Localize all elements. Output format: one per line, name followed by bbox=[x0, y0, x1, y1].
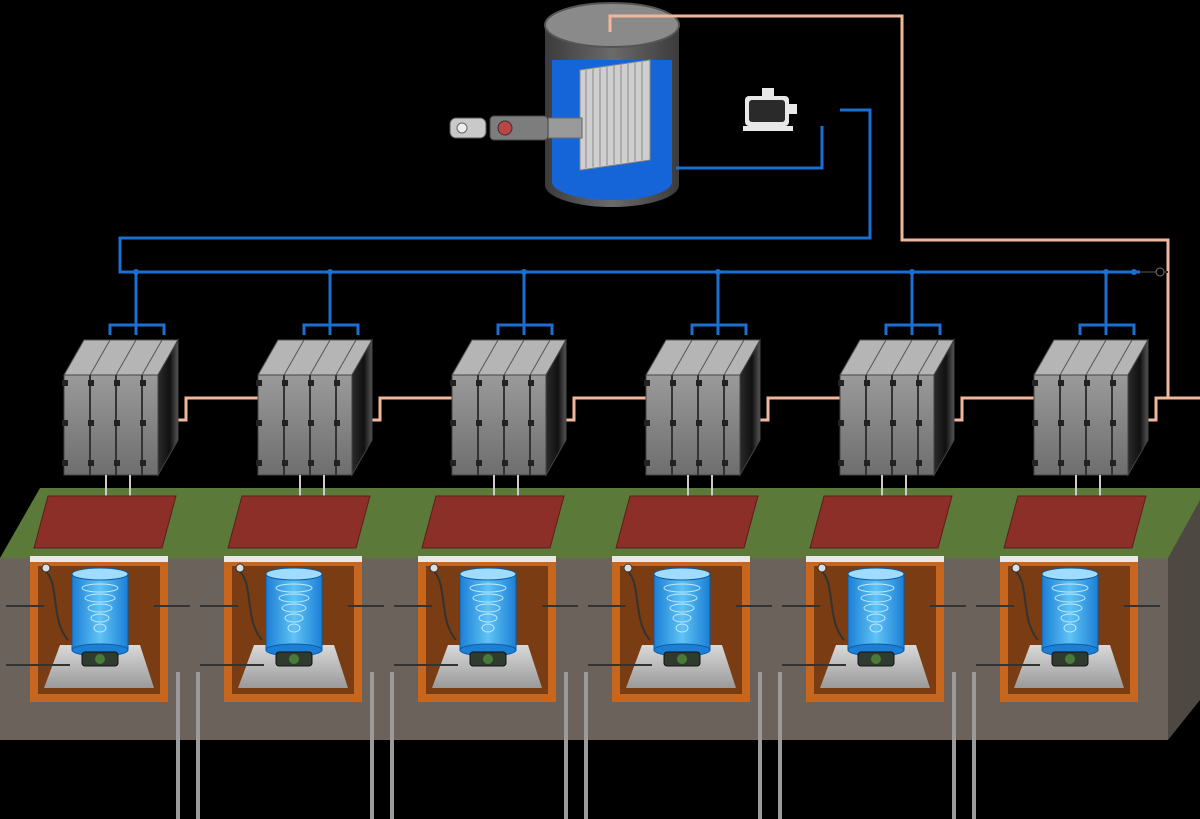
drain-pipe bbox=[972, 672, 976, 819]
drain-pipe bbox=[390, 672, 394, 819]
drain-pipes bbox=[176, 672, 976, 819]
vortex-tank-icon bbox=[71, 567, 129, 667]
drain-pipe bbox=[758, 672, 762, 819]
hot-link-pipe bbox=[370, 396, 452, 422]
pit-chamber bbox=[200, 556, 384, 702]
unit-5 bbox=[782, 269, 1034, 702]
drain-pipe bbox=[176, 672, 180, 819]
heat-exchanger-plates bbox=[579, 59, 651, 171]
pit-chamber bbox=[394, 556, 578, 702]
unit-row bbox=[6, 269, 1200, 702]
vortex-tank-icon bbox=[1041, 567, 1099, 667]
supply-pipe-main bbox=[118, 108, 1140, 274]
feed-pipe bbox=[690, 269, 748, 335]
pad bbox=[1003, 495, 1147, 549]
unit-1 bbox=[6, 269, 258, 702]
vortex-tank-icon bbox=[459, 567, 517, 667]
pit-chamber bbox=[588, 556, 772, 702]
feed-pipe bbox=[1078, 269, 1136, 335]
radiator-rack-icon bbox=[838, 338, 955, 477]
radiator-rack-icon bbox=[644, 338, 761, 477]
drain-pipe bbox=[778, 672, 782, 819]
pad bbox=[421, 495, 565, 549]
hot-link-pipe bbox=[952, 396, 1034, 422]
pit-chamber bbox=[782, 556, 966, 702]
pad bbox=[615, 495, 759, 549]
drain-pipe bbox=[564, 672, 568, 819]
feed-pipe bbox=[108, 269, 166, 335]
motor-coupling-icon bbox=[449, 115, 549, 141]
radiator-rack-icon bbox=[256, 338, 373, 477]
hot-link-pipe bbox=[758, 396, 840, 422]
unit-6 bbox=[976, 269, 1200, 702]
unit-3 bbox=[394, 269, 646, 702]
hot-link-pipe bbox=[176, 396, 258, 422]
ground-side bbox=[1168, 500, 1200, 740]
pit-chamber bbox=[976, 556, 1160, 702]
vortex-tank-icon bbox=[653, 567, 711, 667]
radiator-rack-icon bbox=[450, 338, 567, 477]
radiator-rack-icon bbox=[1032, 338, 1149, 477]
main-storage-tank bbox=[449, 2, 680, 207]
pit-chamber bbox=[6, 556, 190, 702]
drain-pipe bbox=[584, 672, 588, 819]
hot-link-pipe bbox=[1146, 396, 1200, 422]
feed-pipe bbox=[884, 269, 942, 335]
shaft bbox=[547, 117, 583, 139]
unit-4 bbox=[588, 269, 840, 702]
pad bbox=[33, 495, 177, 549]
main-tank-lid bbox=[544, 2, 680, 48]
radiator-rack-icon bbox=[62, 338, 179, 477]
vortex-tank-icon bbox=[265, 567, 323, 667]
hot-link-pipe bbox=[564, 396, 646, 422]
pad bbox=[809, 495, 953, 549]
electric-motor-icon bbox=[743, 88, 797, 131]
drain-pipe bbox=[952, 672, 956, 819]
drain-pipe bbox=[196, 672, 200, 819]
feed-pipe bbox=[496, 269, 554, 335]
pad bbox=[227, 495, 371, 549]
supply-pipe-tank bbox=[676, 126, 824, 170]
drain-pipe bbox=[370, 672, 374, 819]
unit-2 bbox=[200, 269, 452, 702]
vortex-tank-icon bbox=[847, 567, 905, 667]
feed-pipe bbox=[302, 269, 360, 335]
